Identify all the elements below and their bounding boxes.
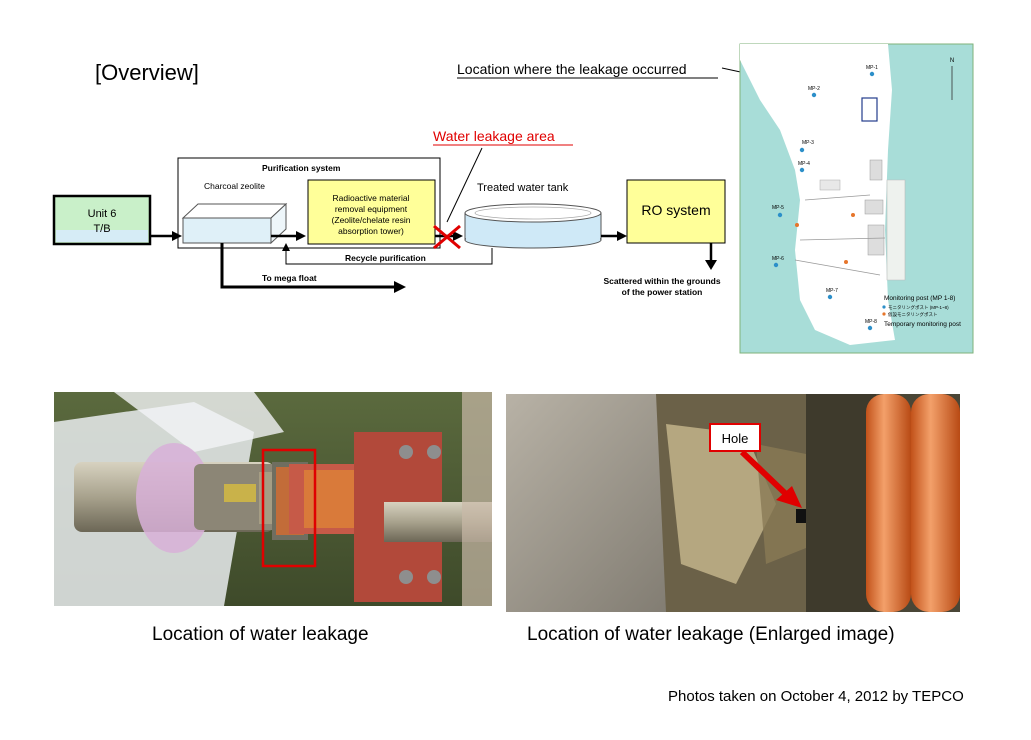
road — [799, 237, 886, 241]
water-leakage-pointer — [446, 147, 483, 223]
harbor-breakwater — [886, 179, 906, 281]
flow-arrowhead-removal — [453, 231, 463, 241]
ro-system-box — [626, 179, 726, 244]
unit6-water — [56, 230, 148, 242]
post-label: MP-1 — [866, 65, 878, 71]
scattered-line2: of the power station — [622, 287, 703, 297]
temp-post-dot — [795, 223, 799, 227]
hole-callout-box — [709, 423, 761, 452]
purification-system-label: Purification system — [262, 163, 341, 173]
monitoring-post-dot — [811, 92, 817, 98]
monitoring-post-dot — [799, 147, 805, 153]
recycle-purification-label: Recycle purification — [345, 253, 426, 263]
leak-location-label: Location where the leakage occurred — [457, 61, 687, 77]
mega-float-label: To mega float — [262, 273, 317, 283]
page-title: [Overview] — [95, 60, 199, 85]
post-label: MP-2 — [808, 86, 820, 92]
unit6-label: Unit 6 — [88, 208, 117, 220]
building — [867, 224, 885, 256]
leak-highlight-box — [261, 448, 317, 568]
removal-line1: Radioactive material — [332, 193, 409, 203]
legend-temp-label: Temporary monitoring post — [884, 321, 961, 328]
post-label: MP-5 — [772, 205, 784, 211]
unit6-tb-label: T/B — [93, 223, 110, 235]
mega-float-arrowhead — [394, 281, 406, 293]
monitoring-post-dot — [777, 212, 783, 218]
temp-post-dot — [851, 213, 855, 217]
recycle-arrowhead — [282, 243, 290, 251]
legend-jp1: モニタリングポスト (MP-1~8) — [888, 304, 949, 311]
treated-water-tank-label: Treated water tank — [477, 182, 569, 194]
flow-arrowhead-tank — [617, 231, 627, 241]
removal-equipment-box — [307, 179, 436, 245]
left-photo-caption: Location of water leakage — [152, 624, 369, 645]
leak-enlarged-photo: Hole — [506, 394, 960, 612]
charcoal-zeolite-label: Charcoal zeolite — [204, 181, 265, 191]
monitoring-post-dot — [773, 262, 779, 268]
hole-arrowhead — [776, 486, 802, 508]
mega-float-line — [220, 243, 398, 289]
road — [804, 194, 871, 201]
site-map: N MP-1 MP-2 MP-3 MP-4 MP-5 MP-6 MP-7 MP-… — [739, 43, 974, 354]
zeolite-tank-front — [182, 217, 272, 244]
enlarged-photo-graphic: Hole — [506, 394, 960, 612]
leak-x-mark-b — [433, 224, 461, 250]
post-label: MP-8 — [865, 319, 877, 325]
legend-temp-dot — [882, 312, 886, 316]
right-photo-caption: Location of water leakage (Enlarged imag… — [527, 624, 895, 645]
hole-arrow — [739, 449, 791, 499]
post-label: MP-6 — [772, 256, 784, 262]
monitoring-post-dot — [869, 71, 875, 77]
tank-rim — [474, 206, 592, 220]
road — [794, 259, 881, 276]
monitoring-post-dot — [827, 294, 833, 300]
scattered-line1: Scattered within the grounds — [603, 276, 720, 286]
water-leakage-label: Water leakage area — [433, 128, 555, 144]
north-label: N — [950, 58, 954, 64]
flow-arrowhead-zeolite — [296, 231, 306, 241]
zeolite-tank-top — [181, 203, 288, 219]
map-land — [740, 44, 895, 345]
removal-line4: absorption tower) — [338, 226, 404, 236]
post-label: MP-7 — [826, 288, 838, 294]
removal-line3: (Zeolite/chelate resin — [332, 215, 411, 225]
monitoring-post-dot — [867, 325, 873, 331]
recycle-line — [285, 248, 493, 265]
building — [819, 179, 841, 191]
hole-label: Hole — [722, 431, 749, 446]
post-label: MP-3 — [802, 140, 814, 146]
ro-down-arrowhead — [705, 260, 717, 270]
monitoring-post-dot — [799, 167, 805, 173]
legend-jp2: 仮設モニタリングポスト — [888, 311, 938, 318]
flow-diagram: Location where the leakage occurred Wate… — [52, 43, 974, 354]
ro-system-label: RO system — [641, 202, 710, 218]
photo-credit: Photos taken on October 4, 2012 by TEPCO — [668, 688, 964, 705]
leak-location-photo — [54, 392, 492, 606]
post-label: MP-4 — [798, 161, 810, 167]
legend-post-dot — [882, 305, 886, 309]
temp-post-dot — [844, 260, 848, 264]
building — [869, 159, 883, 181]
building — [864, 199, 884, 215]
leak-photo-graphic — [54, 392, 492, 606]
leak-location-marker — [861, 97, 878, 122]
purification-system-frame — [177, 157, 441, 249]
flow-arrowhead-unit6 — [172, 231, 182, 241]
removal-line2: removal equipment — [335, 204, 408, 214]
legend-title: Monitoring post (MP 1-8) — [884, 295, 955, 302]
